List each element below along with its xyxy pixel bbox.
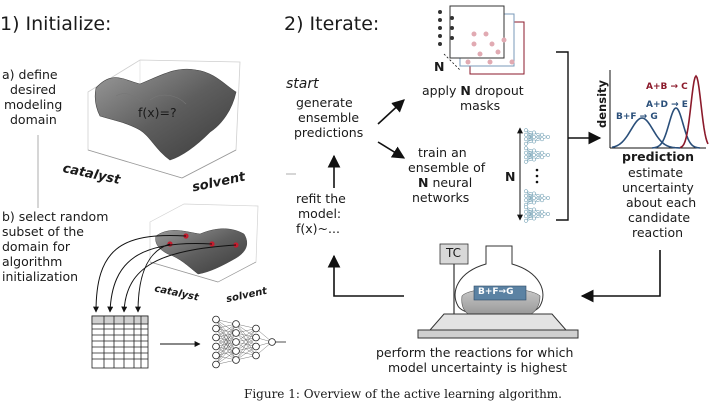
neural-network	[212, 315, 286, 369]
network-node	[212, 351, 220, 360]
flask-reaction-label: B+F→G	[478, 287, 514, 297]
figure-caption: Figure 1: Overview of the active learnin…	[244, 387, 562, 401]
network-node	[252, 351, 260, 360]
network-node	[252, 342, 260, 351]
surface-function-label: f(x)=?	[138, 105, 177, 120]
dropout-masks	[438, 5, 525, 75]
heading-iterate: 2) Iterate:	[284, 13, 380, 35]
network-node	[212, 360, 220, 369]
start-label: start	[286, 76, 319, 92]
surface-plot-large	[87, 59, 241, 179]
network-node	[232, 356, 240, 364]
surface-plot-small	[149, 203, 259, 283]
density-plot	[609, 70, 709, 149]
network-node	[212, 324, 220, 333]
network-node	[232, 347, 240, 355]
curve-label-ade: A+D → E	[646, 100, 688, 110]
density-curve-abc	[679, 74, 709, 149]
network-node	[212, 315, 220, 324]
density-ylabel: density	[595, 80, 609, 128]
network-node	[212, 333, 220, 342]
tc-label: TC	[446, 246, 462, 260]
flask-apparatus	[417, 243, 579, 339]
network-node	[232, 338, 240, 346]
network-node	[268, 338, 276, 346]
network-node	[252, 324, 260, 333]
network-ensemble	[517, 127, 550, 223]
dropout-n-label: N	[434, 59, 445, 74]
curve-label-bfg: B+F → G	[616, 112, 658, 122]
density-curve-ade	[651, 107, 701, 149]
density-xlabel: prediction	[622, 149, 694, 164]
network-node	[232, 329, 240, 337]
ensemble-n-label: N	[505, 169, 516, 184]
network-node	[232, 320, 240, 328]
sampling-arrows	[93, 234, 237, 313]
curve-label-abc: A+B → C	[646, 82, 688, 92]
heading-initialize: 1) Initialize:	[0, 13, 112, 35]
network-node	[212, 342, 220, 351]
network-node	[252, 333, 260, 342]
cycle-arrows	[327, 51, 661, 303]
data-table	[91, 315, 149, 369]
density-curve-bfg	[611, 117, 681, 149]
